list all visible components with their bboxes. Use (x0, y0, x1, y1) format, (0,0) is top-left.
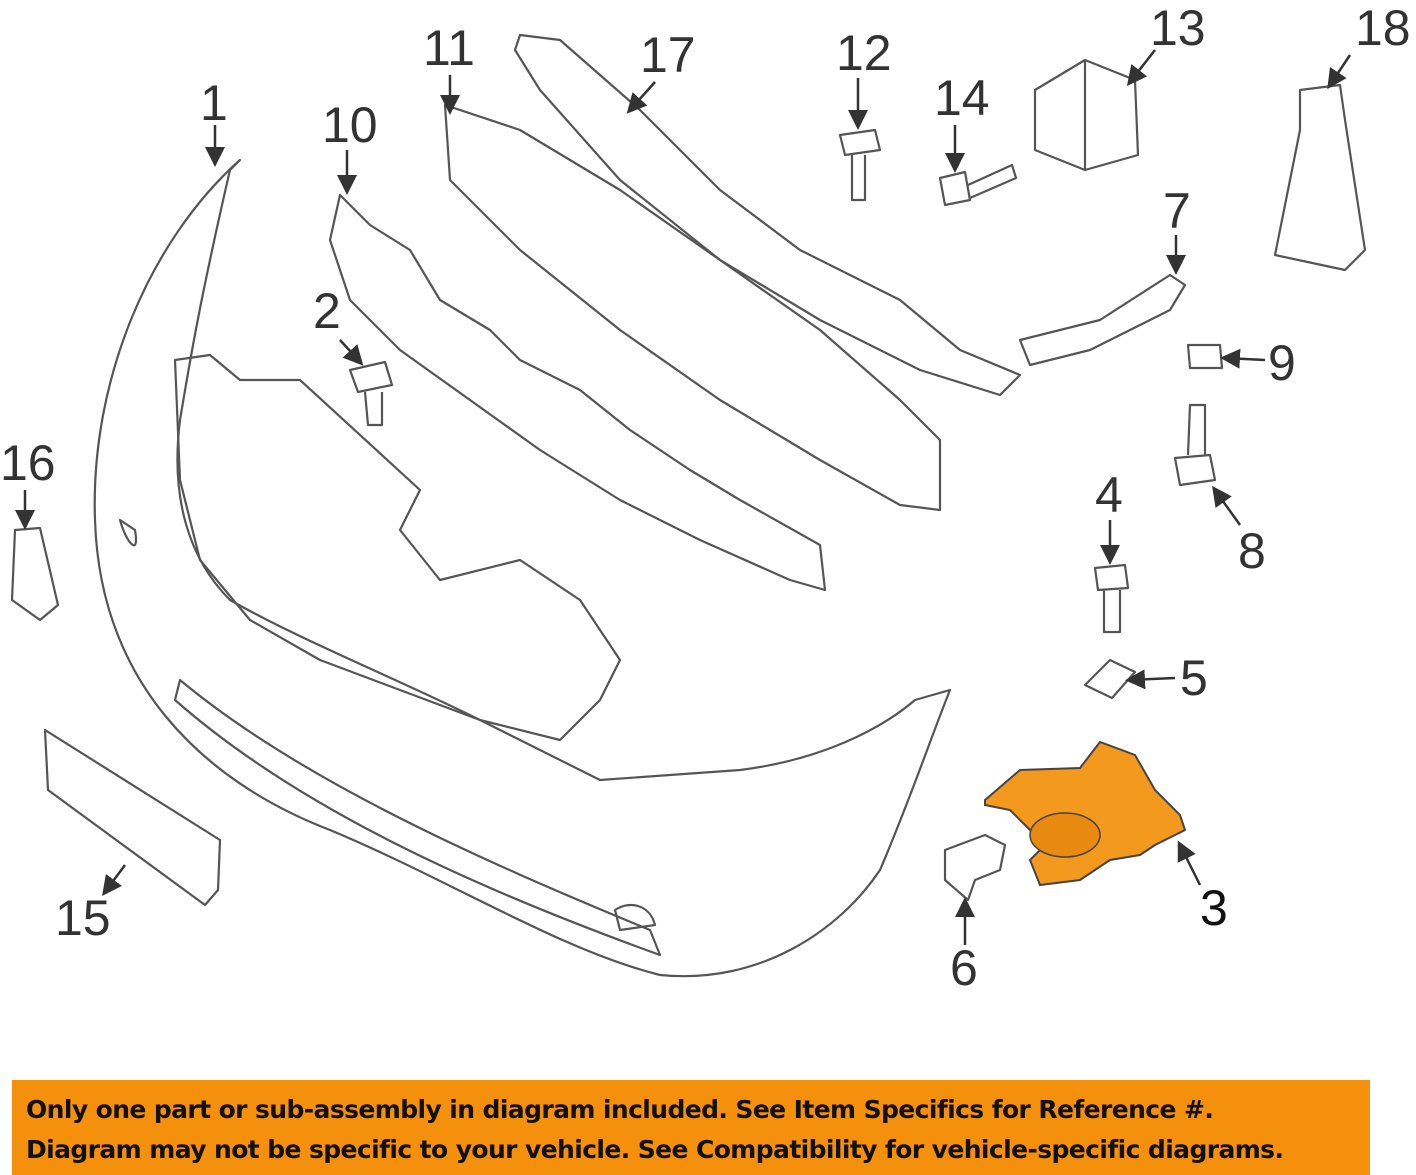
part-upper-bar (513, 33, 1022, 397)
disclaimer-line-2: Diagram may not be specific to your vehi… (26, 1135, 1284, 1164)
callout-3: 3 (1200, 880, 1228, 936)
callout-17: 17 (640, 27, 696, 83)
callout-13: 13 (1150, 0, 1206, 56)
callout-4: 4 (1095, 467, 1123, 523)
callout-11: 11 (423, 20, 475, 76)
disclaimer-banner: Only one part or sub-assembly in diagram… (12, 1080, 1370, 1175)
callout-8: 8 (1238, 523, 1266, 579)
callout-10: 10 (322, 97, 378, 153)
part-energy-absorber (328, 193, 827, 592)
part-mount-bracket (1273, 83, 1367, 272)
callout-16: 16 (0, 435, 56, 491)
callout-18: 18 (1355, 0, 1411, 56)
part-bracket-block (1033, 58, 1140, 172)
callout-7: 7 (1163, 183, 1191, 239)
part-3-highlighted (984, 740, 1187, 887)
callout-15: 15 (55, 890, 111, 946)
callout-1: 1 (200, 75, 228, 131)
callout-12: 12 (836, 25, 892, 81)
callout-9: 9 (1268, 335, 1296, 391)
part-reinforcement (443, 103, 942, 512)
disclaimer-line-1: Only one part or sub-assembly in diagram… (26, 1095, 1214, 1124)
callout-6: 6 (950, 940, 978, 996)
callout-14: 14 (934, 70, 990, 126)
leader-lines (15, 49, 1352, 945)
callout-2: 2 (313, 283, 341, 339)
part-bumper-cover (93, 158, 952, 978)
callout-5: 5 (1180, 650, 1208, 706)
part-side-bracket (1018, 273, 1187, 367)
parts-diagram: 1 2 3 4 5 6 7 8 9 10 11 12 13 14 15 16 1… (0, 0, 1411, 996)
